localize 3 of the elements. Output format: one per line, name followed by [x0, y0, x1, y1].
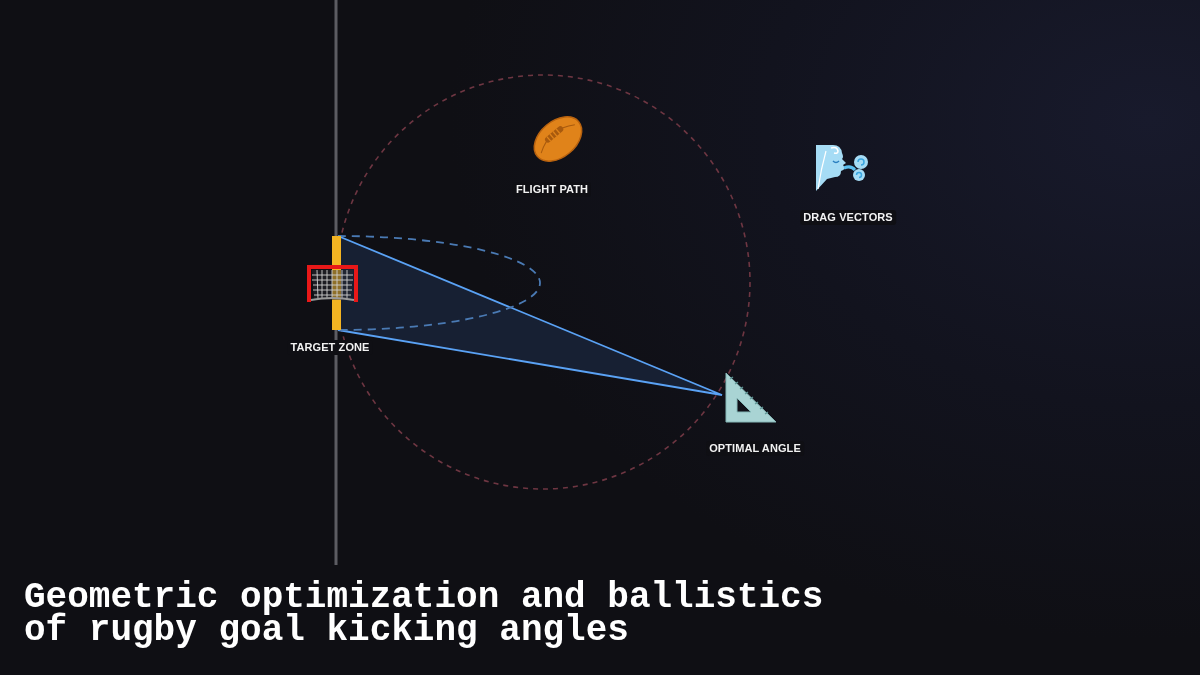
- diagram-title: Geometric optimization and ballistics of rugby goal kicking angles: [24, 581, 825, 647]
- icon-label: DRAG VECTORS: [800, 210, 896, 225]
- icon-label: OPTIMAL ANGLE: [706, 441, 804, 456]
